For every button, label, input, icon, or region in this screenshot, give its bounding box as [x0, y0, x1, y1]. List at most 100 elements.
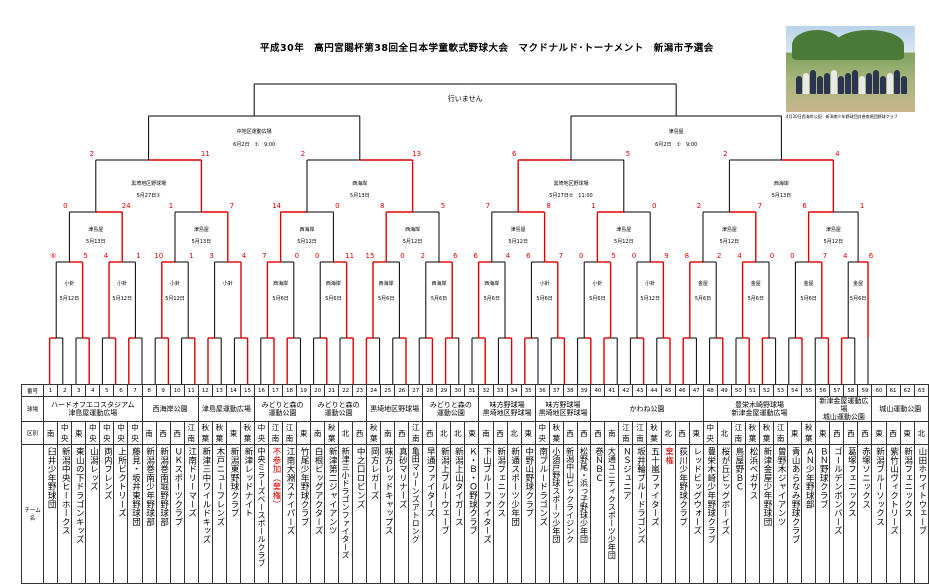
- team-number: 23: [352, 384, 368, 397]
- score-label: 1: [136, 252, 141, 260]
- team-number: 21: [324, 384, 340, 397]
- photo-player: [810, 70, 816, 94]
- match-venue: 小針: [539, 281, 550, 287]
- area-cell: 秋葉: [197, 421, 213, 445]
- venue-cell: 新津金屋運動広場城山運動公園: [815, 396, 873, 422]
- score-label: 4: [103, 252, 109, 260]
- match-date: 5月12日: [297, 239, 317, 245]
- team-cell: 新津金屋少年野球団: [758, 444, 775, 584]
- photo-player: [824, 73, 830, 94]
- team-number: 58: [843, 384, 859, 397]
- area-cell: 江南: [618, 421, 634, 445]
- score-label: 7: [262, 252, 267, 260]
- team-cell: 新潟中山ビックライジンク: [562, 444, 578, 584]
- score-label: 5: [611, 252, 616, 260]
- team-name: 新潟フェニックス: [902, 447, 913, 518]
- team-number: 9: [155, 384, 171, 397]
- score-label: 6: [452, 252, 458, 260]
- match-date: 5月6日: [747, 296, 764, 302]
- match-date: 5月12日: [59, 296, 80, 302]
- photo-player: [831, 70, 837, 94]
- score-label: 8: [684, 252, 690, 260]
- match-venue: 小針: [64, 281, 75, 287]
- score-label: 7: [558, 252, 564, 260]
- area-cell: 南: [380, 421, 396, 445]
- area-cell: 中央: [534, 421, 550, 445]
- area-cell: 東: [520, 421, 536, 445]
- team-name: 早通ファイターズ: [425, 447, 436, 518]
- team-cell: Ｋ・Ｂ・Ｏ野球クラブ: [464, 444, 480, 584]
- score-label: 8: [546, 202, 551, 210]
- photo-player: [796, 76, 802, 94]
- score-label: 10: [154, 252, 164, 260]
- team-name: 桜が丘ビッグボーイズ: [719, 447, 730, 535]
- team-cell: 竹尾少年野球クラブ: [296, 444, 312, 584]
- team-number: 4: [85, 384, 101, 397]
- score-label: 0: [769, 252, 775, 260]
- team-number: 57: [829, 384, 845, 397]
- team-name: 新潟フェニックス: [495, 447, 506, 518]
- team-cell: 臼井少年野球団: [43, 444, 59, 584]
- team-cell: 山田ホワイトウェーブ: [913, 444, 929, 584]
- score-label: 2: [696, 202, 702, 210]
- area-cell: 中央: [113, 421, 129, 445]
- match-venue: 西海岸: [405, 227, 421, 233]
- area-cell: 西: [155, 421, 171, 445]
- team-name: 鳥屋野ＢＣ: [733, 447, 744, 491]
- team-number: 27: [408, 384, 424, 397]
- score-label: 7: [229, 202, 235, 210]
- venue-line: 味方野球場: [545, 401, 581, 409]
- venue-cell: かわね公園: [590, 396, 704, 422]
- team-cell: 豊栄木崎少年野球クラブ: [702, 444, 718, 584]
- team-name: 下山ブルーファイターズ: [481, 447, 492, 544]
- row-label: 番号: [20, 384, 45, 397]
- venue-cell: 味方野球場黒埼地区野球場: [534, 396, 592, 422]
- area-cell: 西: [422, 421, 438, 445]
- area-cell: 東: [871, 421, 887, 445]
- match-venue: 西海岸: [378, 281, 394, 287]
- match-date: 5月12日: [614, 239, 634, 245]
- area-cell: 東: [688, 421, 704, 445]
- team-row: チーム名臼井少年野球団新潟中央ヒーホークス東山の下ドラゴンキッズ山潟レッズ両内フ…: [20, 444, 929, 584]
- photo-tree: [792, 30, 842, 60]
- team-name: 味方レッドキャップス: [383, 447, 394, 535]
- match-date: 5月27日② 11:00: [549, 193, 593, 199]
- team-cell: 藤見・坂井東野球団: [127, 444, 143, 584]
- match-venue: 小針: [645, 281, 656, 287]
- team-cell: 新潟巻南堀野野球部: [155, 444, 171, 584]
- team-name: 赤塚ソニックス: [860, 447, 871, 509]
- match-date: 5月6日: [430, 296, 448, 302]
- team-name: ＮＳジュニア: [621, 447, 632, 500]
- team-name: 真砂マリナーズ: [397, 447, 408, 509]
- match-date: 5月12日: [165, 296, 185, 302]
- venue-cell: 城山運動公園: [871, 396, 929, 422]
- match-date: 5月6日: [849, 296, 867, 302]
- venue-line: みどりと森の: [261, 401, 304, 409]
- team-number: 52: [758, 384, 775, 397]
- match-date: 6月2日 ① 9:00: [655, 142, 698, 148]
- match-date: 5月13日: [771, 193, 792, 199]
- team-number: 24: [366, 384, 382, 397]
- area-cell: 南: [604, 421, 620, 445]
- area-cell: 西: [394, 421, 410, 445]
- team-cell: 岡方レガーズ: [366, 444, 382, 584]
- area-cell: 北: [450, 421, 466, 445]
- team-number: 1: [43, 384, 59, 397]
- area-cell: 西: [590, 421, 606, 445]
- venue-cell: 西海岸公園: [141, 396, 199, 422]
- team-number: 44: [646, 384, 662, 397]
- area-cell: 北: [338, 421, 354, 445]
- team-cell: 新津レッドナイト: [239, 444, 256, 584]
- team-cell: 木戸ニューフレンズ: [211, 444, 227, 584]
- area-cell: 秋葉: [366, 421, 382, 445]
- score-label: 2: [723, 150, 728, 158]
- area-cell: 南: [310, 421, 326, 445]
- photo-player: [894, 70, 900, 94]
- photo-tree: [834, 30, 904, 60]
- team-cell: 松浜ベガサス: [744, 444, 760, 584]
- team-name: 中野山野球クラブ: [523, 447, 534, 518]
- area-cell: 中央: [702, 421, 718, 445]
- score-label: 1: [188, 252, 194, 260]
- team-cell: 新津三小ドラゴンファイターズ: [338, 444, 354, 584]
- team-name: ＡＮ少年野球部: [804, 447, 815, 509]
